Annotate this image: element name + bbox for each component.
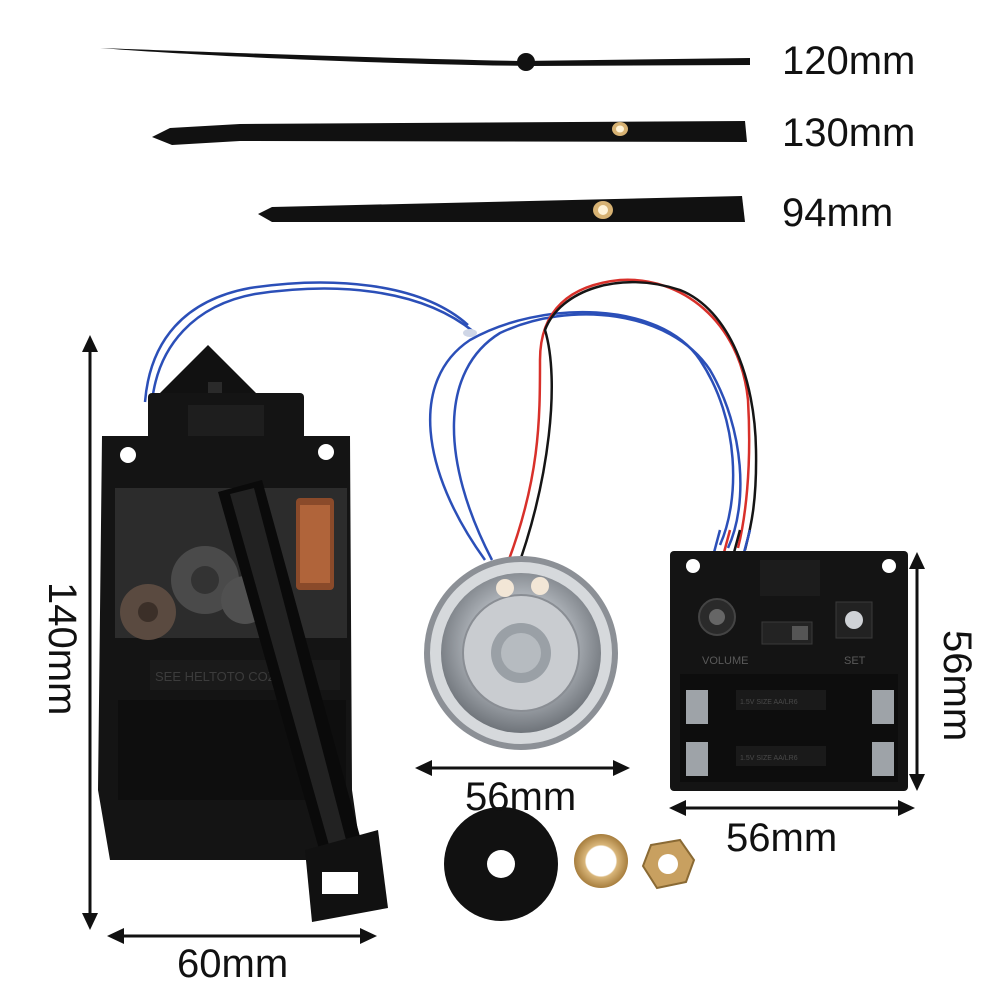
hour-hand-length-label: 94mm <box>782 191 894 235</box>
second-hand-length-label: 120mm <box>782 39 916 83</box>
chime-box-height-label: 56mm <box>935 630 979 742</box>
brass-washer <box>574 834 628 888</box>
rubber-washer <box>444 807 558 921</box>
speaker-diameter-label: 56mm <box>465 775 577 819</box>
movement-dial-text: SEE HELTOTO COZ <box>155 669 276 684</box>
battery-label-bottom: 1.5V SIZE AA/LR6 <box>740 755 798 762</box>
volume-label: VOLUME <box>702 655 748 667</box>
dimension-arrows <box>82 335 925 944</box>
hour-hand <box>258 196 745 222</box>
battery-label-top: 1.5V SIZE AA/LR6 <box>740 699 798 706</box>
chime-box: VOLUME SET 1.5V SIZE AA/LR6 1.5V SIZE AA… <box>670 551 908 791</box>
minute-hand <box>152 121 747 145</box>
second-hand <box>100 48 750 71</box>
movement-wires <box>143 281 475 403</box>
chime-box-width-label: 56mm <box>726 816 838 860</box>
set-label: SET <box>844 655 866 667</box>
movement-width-label: 60mm <box>177 942 289 986</box>
speaker-wires <box>428 278 758 576</box>
movement-height-label: 140mm <box>40 582 84 716</box>
hex-nut <box>641 838 696 890</box>
speaker <box>424 556 618 750</box>
minute-hand-length-label: 130mm <box>782 111 916 155</box>
pendulum-movement: SEE HELTOTO COZ <box>98 345 388 922</box>
